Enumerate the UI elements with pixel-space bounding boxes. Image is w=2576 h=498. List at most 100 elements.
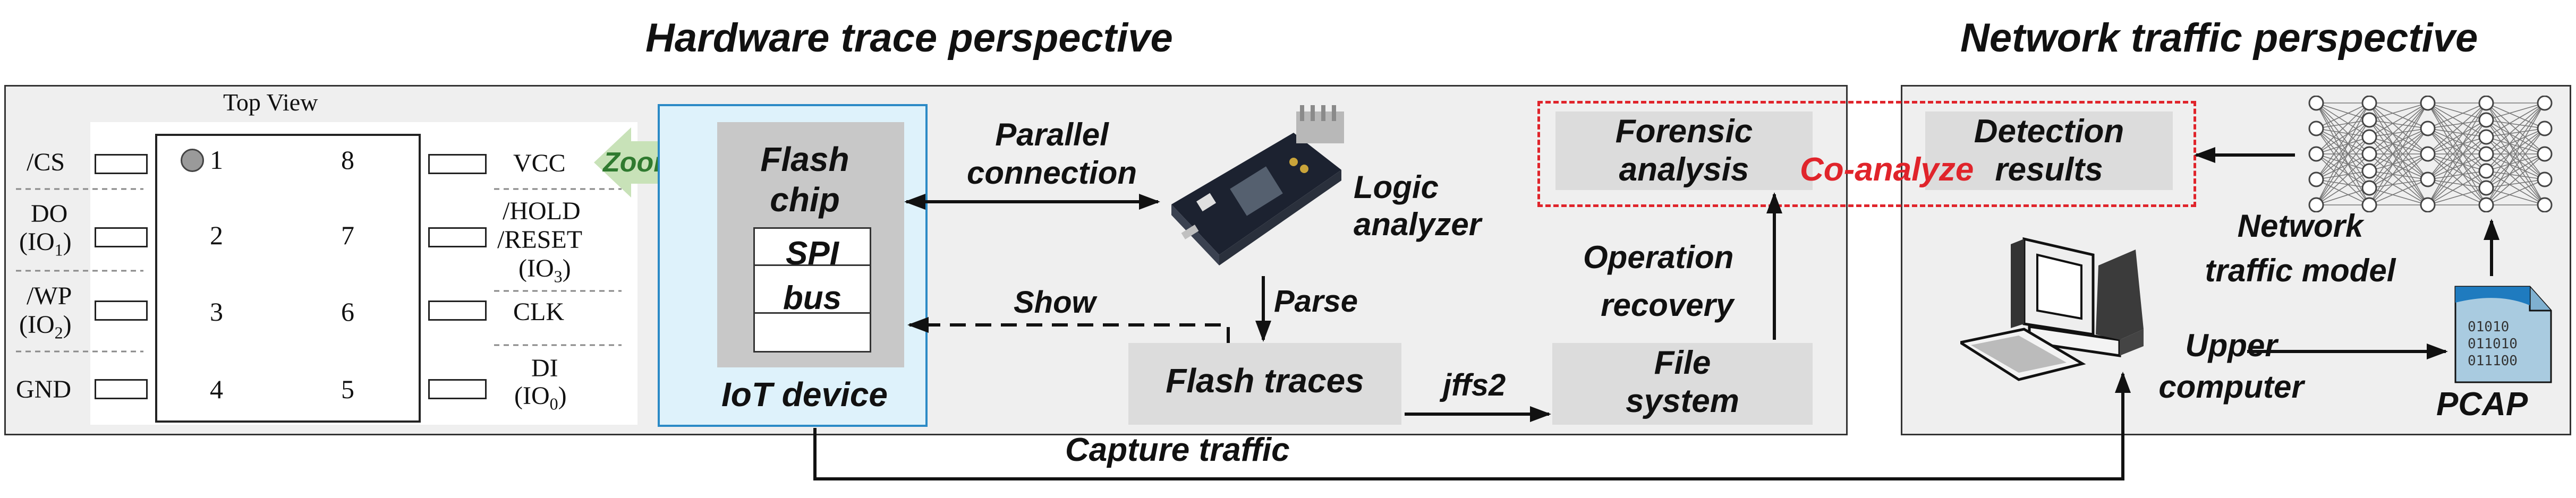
nn-edge (2369, 128, 2428, 171)
nn-node (2420, 96, 2436, 111)
nn-edge (2486, 102, 2545, 154)
capture-traffic-label: Capture traffic (1065, 432, 1290, 468)
nn-edge (2369, 102, 2428, 188)
nn-edge (2316, 102, 2370, 121)
nn-edge (2316, 119, 2370, 129)
nn-edge (2427, 119, 2487, 129)
nn-edge (2427, 102, 2487, 129)
detection-results-box (1925, 111, 2173, 190)
nn-node (2361, 112, 2377, 128)
nn-edge (2369, 128, 2428, 138)
pin-lead (428, 154, 487, 174)
nn-edge (2316, 136, 2370, 205)
nn-edge (2369, 102, 2428, 121)
nn-node (2420, 121, 2436, 136)
pin-label-vcc: VCC (513, 149, 566, 177)
neural-network-icon (2308, 96, 2553, 212)
show-arrow (907, 317, 1230, 343)
nn-edge (2369, 102, 2428, 138)
nn-edge (2486, 128, 2545, 154)
chip-body (155, 134, 421, 423)
parse-label: Parse (1274, 284, 1358, 319)
nn-edge (2486, 128, 2545, 171)
nn-node (2308, 121, 2324, 136)
nn-edge (2316, 102, 2370, 138)
nn-edge (2316, 179, 2370, 188)
nn-edge (2369, 187, 2428, 205)
pin-lead (428, 300, 487, 321)
jffs2-label: jffs2 (1443, 368, 1506, 402)
nn-edge (2427, 136, 2487, 205)
nn-edge (2369, 153, 2428, 171)
nn-node (2537, 96, 2553, 111)
nn-node (2361, 96, 2377, 111)
nn-edge (2369, 170, 2428, 180)
hardware-perspective-title: Hardware trace perspective (645, 15, 1173, 61)
nn-node (2537, 171, 2553, 187)
nn-node (2478, 96, 2494, 111)
pin-lead (95, 227, 148, 247)
nn-edge (2316, 128, 2370, 138)
nn-edge (2427, 179, 2487, 188)
nn-node (2478, 163, 2494, 179)
nn-edge (2427, 102, 2487, 205)
spi-bus-box (753, 227, 871, 353)
pin-number: 4 (210, 374, 223, 404)
nn-edge (2486, 153, 2545, 188)
nn-node (2478, 112, 2494, 128)
nn-edge (2427, 136, 2487, 154)
nn-node (2420, 146, 2436, 162)
pin-label-cs: /CS (27, 148, 65, 176)
nn-node (2478, 180, 2494, 196)
nn-edge (2316, 170, 2370, 205)
nn-edge (2316, 102, 2370, 180)
nn-edge (2316, 187, 2370, 205)
nn-edge (2369, 119, 2428, 129)
nn-edge (2486, 102, 2545, 121)
network-perspective-title: Network traffic perspective (1960, 15, 2478, 61)
co-analyze-label: Co-analyze (1800, 151, 1974, 188)
forensic-analysis-box (1555, 111, 1813, 190)
nn-node (2420, 197, 2436, 212)
pin-lead (95, 300, 148, 321)
nn-node (2361, 197, 2377, 212)
pin-lead (428, 227, 487, 247)
nn-edge (2316, 170, 2370, 180)
pin-lead (95, 154, 148, 174)
file-system-box (1552, 343, 1813, 425)
nn-edge (2486, 187, 2545, 205)
nn-node (2537, 197, 2553, 212)
nn-edge (2486, 153, 2545, 171)
pin-label-gnd: GND (16, 375, 71, 403)
nn-node (2361, 180, 2377, 196)
nn-edge (2427, 119, 2487, 180)
nn-edge (2486, 102, 2545, 138)
nn-edge (2369, 179, 2428, 188)
pin-number: 3 (210, 297, 223, 327)
pin-lead (95, 379, 148, 399)
nn-edge (2486, 170, 2545, 180)
nn-edge (2427, 119, 2487, 205)
nn-node (2308, 197, 2324, 212)
pin-label-clk: CLK (513, 298, 564, 326)
nn-edge (2427, 102, 2487, 138)
pin-label-wp: /WP (27, 282, 72, 310)
nn-edge (2486, 102, 2545, 171)
pin-label-do: DO (31, 200, 68, 228)
nn-edge (2486, 128, 2545, 205)
nn-edge (2486, 119, 2545, 129)
nn-edge (2316, 119, 2370, 154)
pin-label-di: DI (531, 354, 558, 382)
nn-edge (2486, 170, 2545, 205)
nn-edge (2486, 102, 2545, 205)
nn-edge (2369, 153, 2428, 205)
iot-device-label: IoT device (721, 375, 888, 414)
nn-edge (2369, 102, 2428, 205)
flash-traces-label: Flash traces (1166, 362, 1364, 400)
